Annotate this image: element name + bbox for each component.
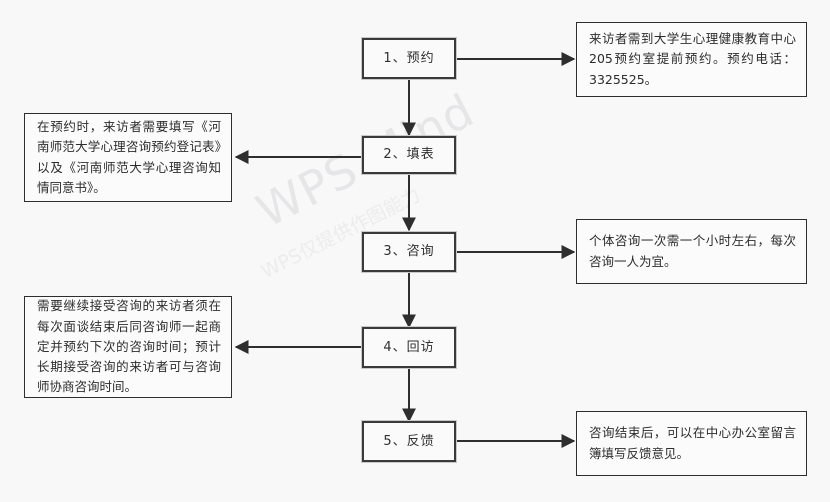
node-step5[interactable]: 5、反馈 — [362, 421, 456, 462]
node-step3[interactable]: 3、咨询 — [362, 232, 456, 272]
note-step5[interactable]: 咨询结束后，可以在中心办公室留言簿填写反馈意见。 — [576, 411, 807, 476]
node-step3-label: 3、咨询 — [383, 244, 435, 260]
note-step5-text: 咨询结束后，可以在中心办公室留言簿填写反馈意见。 — [589, 425, 796, 461]
note-step3-text: 个体咨询一次需一个小时左右，每次咨询一人为宜。 — [589, 233, 796, 269]
node-step2-label: 2、填表 — [383, 147, 435, 163]
note-step3[interactable]: 个体咨询一次需一个小时左右，每次咨询一人为宜。 — [576, 219, 807, 284]
note-step4-text: 需要继续接受咨询的来访者须在每次面谈结束后同咨询师一起商定并预约下次的咨询时间；… — [37, 298, 221, 395]
note-step2[interactable]: 在预约时，来访者需要填写《河南师范大学心理咨询预约登记表》以及《河南师范大学心理… — [24, 113, 232, 202]
note-step4[interactable]: 需要继续接受咨询的来访者须在每次面谈结束后同咨询师一起商定并预约下次的咨询时间；… — [24, 296, 232, 398]
node-step4-label: 4、回访 — [383, 339, 435, 355]
node-step1-label: 1、预约 — [383, 50, 435, 66]
note-step2-text: 在预约时，来访者需要填写《河南师范大学心理咨询预约登记表》以及《河南师范大学心理… — [37, 119, 221, 195]
node-step1[interactable]: 1、预约 — [362, 38, 456, 79]
node-step2[interactable]: 2、填表 — [362, 136, 456, 174]
node-step5-label: 5、反馈 — [383, 433, 435, 449]
node-step4[interactable]: 4、回访 — [362, 327, 456, 368]
note-step1[interactable]: 来访者需到大学生心理健康教育中心205预约室提前预约。预约电话：3325525。 — [576, 22, 807, 97]
note-step1-text: 来访者需到大学生心理健康教育中心205预约室提前预约。预约电话：3325525。 — [589, 31, 796, 87]
